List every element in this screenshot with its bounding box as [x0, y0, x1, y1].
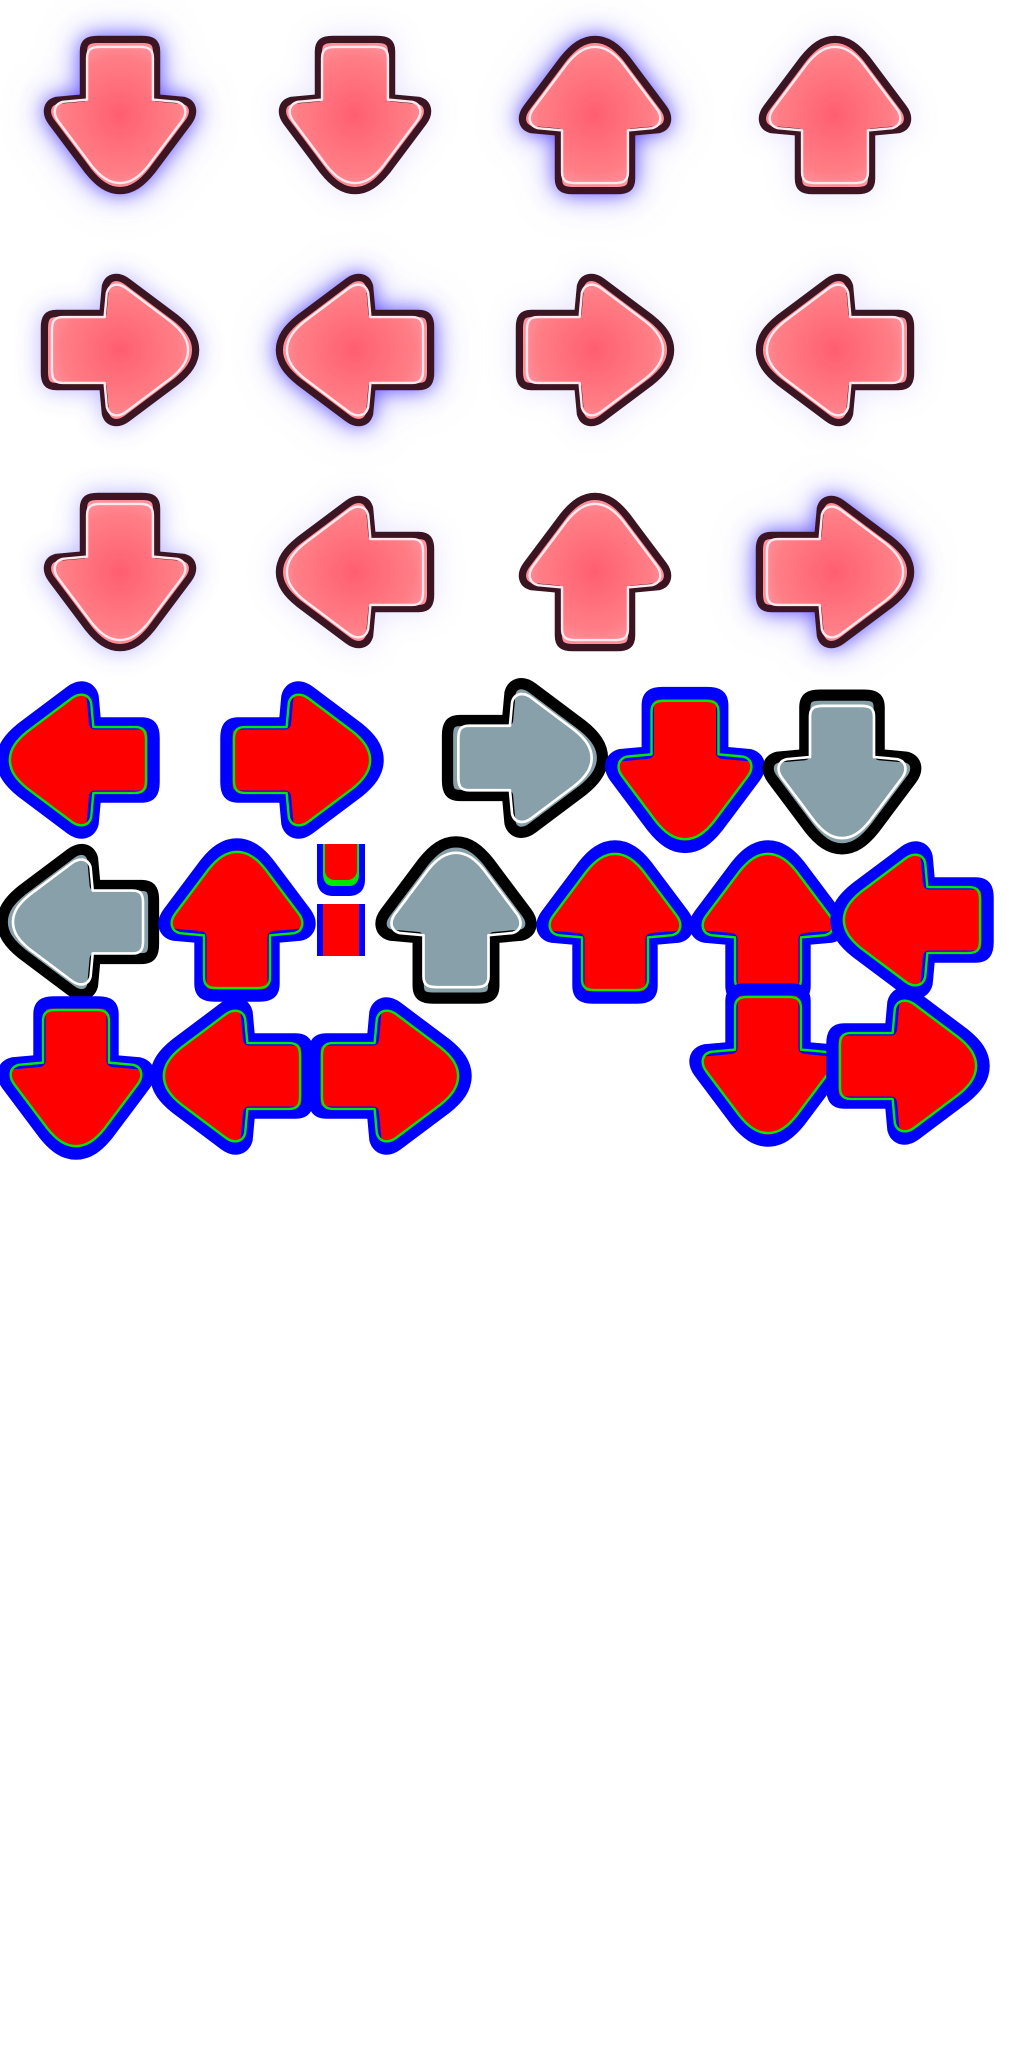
left-note-arrow-icon [830, 841, 994, 999]
left-note-arrow-icon [150, 997, 314, 1155]
up-static-arrow-icon [375, 836, 537, 1004]
up-confirm-arrow-icon [758, 35, 912, 195]
down-static-arrow-icon [762, 689, 922, 855]
note-arrows-group [0, 678, 994, 1160]
down-confirm-glow-arrow-icon [43, 35, 197, 195]
hold-piece-icon [317, 844, 365, 956]
right-confirm-glow-arrow-icon [755, 495, 915, 649]
up-note-arrow-icon [689, 840, 847, 1004]
left-note-arrow-icon [0, 681, 160, 839]
left-static-arrow-icon [0, 843, 160, 1001]
down-note-arrow-icon [0, 996, 155, 1160]
left-confirm-arrow-icon [755, 273, 915, 427]
right-confirm-arrow-icon [40, 273, 200, 427]
down-confirm-arrow-icon [278, 35, 432, 195]
up-note-arrow-icon [536, 840, 694, 1004]
left-confirm-arrow-icon [275, 495, 435, 649]
right-note-arrow-icon [826, 987, 990, 1145]
confirm-arrows-group [40, 35, 915, 652]
right-note-arrow-icon [220, 681, 384, 839]
left-confirm-glow-arrow-icon [275, 273, 435, 427]
down-note-arrow-icon [605, 686, 765, 854]
up-confirm-arrow-icon [518, 492, 672, 652]
up-confirm-glow-arrow-icon [518, 35, 672, 195]
down-note-arrow-icon [689, 983, 847, 1147]
right-confirm-arrow-icon [515, 273, 675, 427]
down-confirm-arrow-icon [43, 492, 197, 652]
right-static-arrow-icon [441, 678, 609, 838]
right-note-arrow-icon [308, 997, 472, 1155]
up-note-arrow-icon [158, 838, 316, 1002]
